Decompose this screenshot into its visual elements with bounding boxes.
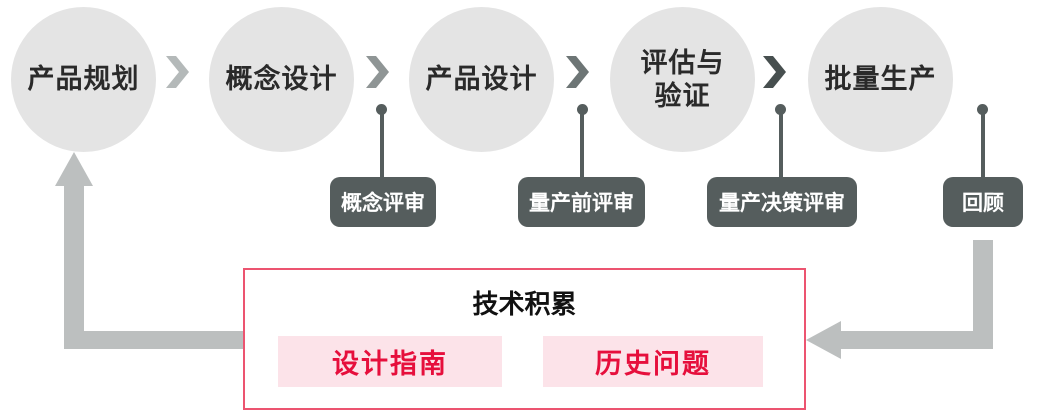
review-chip-production-decision-review: 量产决策评审 [707,177,857,227]
chevron-right-icon [763,56,786,88]
stage-label: 产品设计 [425,64,538,94]
knowledge-item-design-guide: 设计指南 [278,336,502,387]
review-chip-label: 量产前评审 [529,192,634,215]
stage-label-line1: 评估与 [640,47,725,78]
stage-evaluation-verification: 评估与 验证 [610,7,755,152]
chevron-right-icon [566,56,589,88]
connector-stem [981,108,985,178]
chevron-right-icon [166,56,189,88]
connector-stem [380,108,384,178]
feedback-arrow-left-horizontal [64,331,243,349]
stage-concept-design: 概念设计 [209,7,354,152]
feedback-arrow-left-head-icon [806,321,841,359]
stage-label: 产品规划 [27,64,140,94]
stage-product-design: 产品设计 [409,7,554,152]
feedback-arrow-up-head-icon [55,152,93,186]
stage-label: 概念设计 [225,64,338,94]
review-chip-label: 回顾 [962,192,1004,215]
review-chip-retrospective: 回顾 [943,177,1023,227]
connector-stem [580,108,584,178]
knowledge-item-historical-issues: 历史问题 [543,336,763,387]
feedback-arrow-right-vertical [973,240,993,349]
stage-label-line2: 验证 [654,80,711,111]
knowledge-item-label: 设计指南 [332,349,448,379]
feedback-arrow-right-horizontal [841,331,993,349]
review-chip-pre-production-review: 量产前评审 [518,177,645,227]
knowledge-accumulation-box: 技术积累 设计指南 历史问题 [243,268,806,410]
feedback-arrow-left-vertical [64,184,84,349]
stage-label: 批量生产 [824,64,937,94]
stage-mass-production: 批量生产 [808,7,953,152]
stage-product-planning: 产品规划 [11,7,156,152]
review-chip-label: 量产决策评审 [719,192,845,215]
chevron-right-icon [366,56,389,88]
knowledge-box-title: 技术积累 [472,289,577,319]
review-chip-label: 概念评审 [341,192,425,215]
knowledge-item-label: 历史问题 [595,349,711,379]
connector-stem [779,108,783,178]
review-chip-concept-review: 概念评审 [330,177,436,227]
